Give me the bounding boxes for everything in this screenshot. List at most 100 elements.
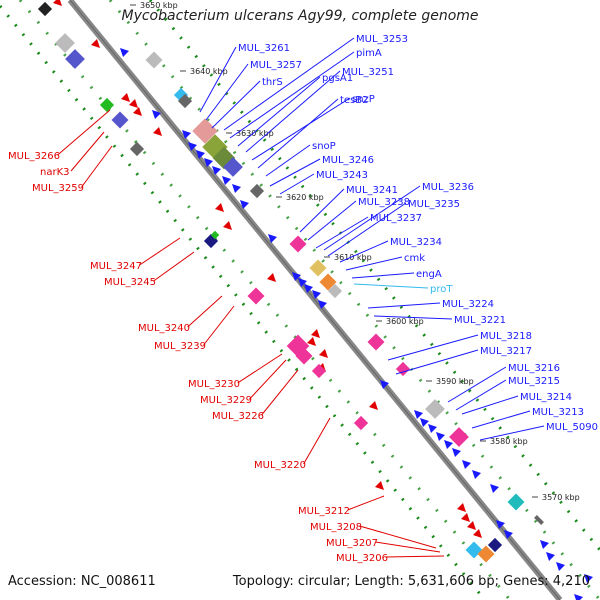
gene-box-grey[interactable]: [327, 283, 343, 299]
gene-label-forward[interactable]: MUL_3224: [442, 299, 494, 310]
gene-label-forward[interactable]: cmk: [404, 253, 425, 264]
gene-label-forward[interactable]: MUL_3235: [408, 199, 460, 210]
forward-gene-arrow[interactable]: [222, 176, 231, 185]
reverse-gene-arrow[interactable]: [307, 337, 316, 346]
forward-gene-arrow[interactable]: [414, 410, 423, 419]
reverse-gene-arrow[interactable]: [473, 529, 482, 538]
forward-gene-arrow[interactable]: [452, 448, 461, 457]
gene-label-forward[interactable]: MUL_3218: [480, 331, 532, 342]
gene-label-forward[interactable]: MUL_3237: [370, 213, 422, 224]
gene-label-forward[interactable]: MUL_3241: [346, 185, 398, 196]
forward-gene-arrow[interactable]: [462, 460, 471, 469]
forward-gene-arrow[interactable]: [312, 290, 321, 299]
forward-gene-arrow[interactable]: [196, 150, 205, 159]
forward-gene-arrow[interactable]: [304, 284, 313, 293]
gene-label-reverse[interactable]: MUL_3229: [200, 395, 252, 406]
gene-box-grey-dark[interactable]: [534, 515, 544, 525]
gene-label-reverse[interactable]: MUL_3220: [254, 460, 306, 471]
reverse-gene-arrow[interactable]: [311, 329, 320, 338]
reverse-gene-arrow[interactable]: [375, 481, 384, 490]
gene-label-forward[interactable]: MUL_3238: [358, 197, 410, 208]
gene-box-violet[interactable]: [65, 49, 85, 69]
gene-label-forward[interactable]: MUL_3217: [480, 346, 532, 357]
gene-label-forward[interactable]: MUL_3236: [422, 182, 474, 193]
gene-label-forward[interactable]: thrS: [262, 77, 283, 88]
gene-label-reverse[interactable]: MUL_3206: [336, 553, 388, 564]
gene-label-forward[interactable]: snzP: [352, 94, 375, 105]
gene-label-reverse[interactable]: MUL_3245: [104, 277, 156, 288]
forward-gene-arrow[interactable]: [232, 184, 241, 193]
forward-gene-arrow[interactable]: [444, 440, 453, 449]
gene-box-magenta[interactable]: [247, 287, 265, 305]
gene-label-forward[interactable]: MUL_3234: [390, 237, 442, 248]
gene-label-forward[interactable]: MUL_3216: [508, 363, 560, 374]
reverse-gene-arrow[interactable]: [461, 513, 470, 522]
gene-label-forward[interactable]: MUL_3261: [238, 43, 290, 54]
gene-label-rna[interactable]: proT: [430, 284, 453, 295]
forward-gene-arrow[interactable]: [120, 48, 129, 57]
gene-label-reverse[interactable]: MUL_3226: [212, 411, 264, 422]
gene-label-forward[interactable]: pgsA1: [322, 73, 353, 84]
forward-gene-arrow[interactable]: [540, 540, 549, 549]
gene-label-forward[interactable]: snoP: [312, 141, 336, 152]
gene-label-reverse[interactable]: MUL_3259: [32, 183, 84, 194]
reverse-gene-arrow[interactable]: [369, 401, 378, 410]
gene-box-green[interactable]: [210, 230, 220, 240]
gene-box-grey-dark[interactable]: [249, 183, 265, 199]
forward-gene-arrow[interactable]: [546, 552, 555, 561]
forward-gene-arrow[interactable]: [428, 424, 437, 433]
reverse-gene-arrow[interactable]: [91, 39, 100, 48]
forward-gene-arrow[interactable]: [182, 130, 191, 139]
gene-box-magenta[interactable]: [311, 363, 327, 379]
gene-box-magenta[interactable]: [449, 427, 469, 447]
forward-gene-arrow[interactable]: [436, 432, 445, 441]
reverse-gene-arrow[interactable]: [133, 107, 142, 116]
forward-gene-arrow[interactable]: [574, 594, 583, 600]
gene-label-forward[interactable]: MUL_3251: [342, 67, 394, 78]
forward-gene-arrow[interactable]: [188, 142, 197, 151]
reverse-gene-arrow[interactable]: [467, 521, 476, 530]
gene-label-forward[interactable]: MUL_3243: [316, 170, 368, 181]
reverse-gene-arrow[interactable]: [319, 349, 328, 358]
gene-box-dark[interactable]: [37, 1, 53, 17]
gene-box-magenta[interactable]: [289, 235, 307, 253]
gene-label-reverse[interactable]: MUL_3240: [138, 323, 190, 334]
gene-box-grey[interactable]: [425, 399, 445, 419]
reverse-gene-arrow[interactable]: [129, 99, 138, 108]
gene-label-forward[interactable]: MUL_3215: [508, 376, 560, 387]
gene-box-orange[interactable]: [319, 273, 337, 291]
gene-label-forward[interactable]: MUL_3214: [520, 392, 572, 403]
gene-box-navy[interactable]: [487, 537, 503, 553]
forward-gene-arrow[interactable]: [292, 272, 301, 281]
gene-box-magenta[interactable]: [395, 361, 411, 377]
gene-box-magenta[interactable]: [295, 347, 313, 365]
gene-box-grey-dark[interactable]: [129, 141, 145, 157]
forward-gene-arrow[interactable]: [152, 110, 161, 119]
gene-label-forward[interactable]: MUL_3253: [356, 34, 408, 45]
gene-label-forward[interactable]: MUL_3213: [532, 407, 584, 418]
forward-gene-arrow[interactable]: [472, 470, 481, 479]
gene-box-green[interactable]: [99, 97, 115, 113]
reverse-gene-arrow[interactable]: [121, 93, 130, 102]
gene-box-violet[interactable]: [111, 111, 129, 129]
forward-gene-arrow[interactable]: [204, 158, 213, 167]
forward-gene-arrow[interactable]: [490, 484, 499, 493]
gene-label-forward[interactable]: engA: [416, 269, 442, 280]
forward-gene-arrow[interactable]: [318, 300, 327, 309]
gene-label-reverse[interactable]: MUL_3208: [310, 522, 362, 533]
forward-gene-arrow[interactable]: [504, 530, 513, 539]
reverse-gene-arrow[interactable]: [215, 203, 224, 212]
reverse-gene-arrow[interactable]: [267, 273, 276, 282]
gene-label-forward[interactable]: MUL_3246: [322, 155, 374, 166]
forward-gene-arrow[interactable]: [240, 200, 249, 209]
gene-box-grey[interactable]: [145, 51, 163, 69]
gene-box-grey[interactable]: [55, 33, 75, 53]
forward-gene-arrow[interactable]: [298, 278, 307, 287]
gene-label-reverse[interactable]: narK3: [40, 167, 70, 178]
gene-box-magenta[interactable]: [367, 333, 385, 351]
gene-box-violet[interactable]: [223, 157, 243, 177]
forward-gene-arrow[interactable]: [584, 574, 593, 583]
gene-label-reverse[interactable]: MUL_3230: [188, 379, 240, 390]
forward-gene-arrow[interactable]: [380, 380, 389, 389]
